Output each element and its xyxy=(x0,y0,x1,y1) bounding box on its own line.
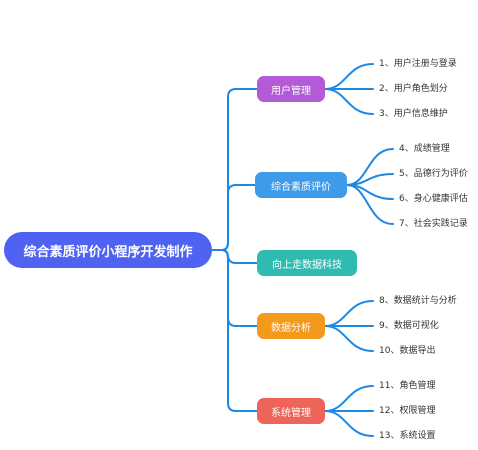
branch-connector xyxy=(221,249,258,412)
leaf-node[interactable]: 1、用户注册与登录 xyxy=(379,59,457,69)
leaf-node[interactable]: 13、系统设置 xyxy=(379,431,436,441)
branch-company[interactable]: 向上走数据科技 xyxy=(257,250,357,276)
leaf-connector xyxy=(324,385,374,412)
leaf-connector xyxy=(324,88,374,115)
leaf-node[interactable]: 7、社会实践记录 xyxy=(399,219,468,229)
leaf-node[interactable]: 5、品德行为评价 xyxy=(399,169,468,179)
leaf-node[interactable]: 10、数据导出 xyxy=(379,346,436,356)
root-node[interactable]: 综合素质评价小程序开发制作 xyxy=(4,232,212,268)
branch-data-analysis[interactable]: 数据分析 xyxy=(257,313,325,339)
leaf-node[interactable]: 11、角色管理 xyxy=(379,381,436,391)
branch-connector xyxy=(221,184,256,251)
leaf-node[interactable]: 2、用户角色划分 xyxy=(379,84,448,94)
leaf-connector xyxy=(324,325,374,352)
leaf-connector xyxy=(324,63,374,90)
leaf-connector xyxy=(324,410,374,437)
leaf-node[interactable]: 4、成绩管理 xyxy=(399,144,450,154)
branch-comprehensive-evaluation[interactable]: 综合素质评价 xyxy=(255,172,347,198)
leaf-connector xyxy=(346,184,394,225)
leaf-node[interactable]: 6、身心健康评估 xyxy=(399,194,468,204)
leaf-node[interactable]: 12、权限管理 xyxy=(379,406,436,416)
leaf-node[interactable]: 9、数据可视化 xyxy=(379,321,439,331)
leaf-node[interactable]: 3、用户信息维护 xyxy=(379,109,448,119)
leaf-node[interactable]: 8、数据统计与分析 xyxy=(379,296,457,306)
branch-user-management[interactable]: 用户管理 xyxy=(257,76,325,102)
leaf-connector xyxy=(324,300,374,327)
branch-system-management[interactable]: 系统管理 xyxy=(257,398,325,424)
